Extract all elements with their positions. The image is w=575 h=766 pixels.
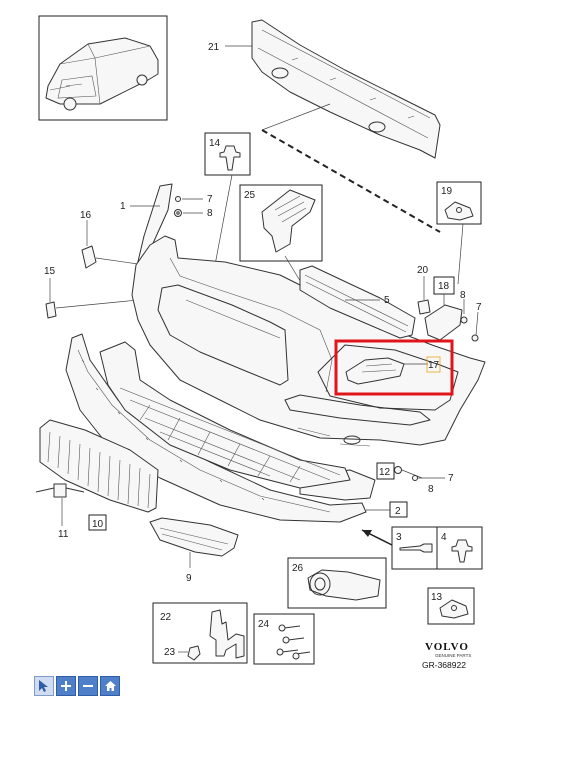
part-14-clip: [204, 132, 251, 176]
part-11-emblem: [35, 483, 85, 498]
part-9-fog-grille: [149, 517, 239, 557]
diagram-reference: GR-368922: [422, 660, 466, 670]
absorber-mount-line: [261, 129, 441, 233]
part-3-rivet: [391, 526, 438, 570]
part-25-bracket: [239, 184, 323, 262]
part-5-grille-strip: [299, 265, 416, 339]
part-26-fog-lamp: [287, 557, 387, 609]
part-21-absorber: [251, 19, 441, 159]
part-7-screw: [175, 196, 181, 202]
part-15-plug: [45, 301, 57, 319]
callout-8-lower: 8: [428, 484, 434, 495]
cursor-icon: [39, 680, 48, 692]
home-icon: [104, 681, 116, 691]
callout-25: 25: [244, 190, 256, 201]
part-10-grille: [39, 419, 159, 513]
callout-10-box: [88, 514, 107, 531]
callout-23: 23: [164, 647, 176, 658]
callout-8-top: 8: [207, 208, 213, 219]
callout-15: 15: [44, 266, 56, 277]
part-13-clip: [427, 587, 475, 625]
callout-12-box: [376, 462, 395, 480]
callout-8-right: 8: [460, 290, 466, 301]
callout-17: 17: [428, 360, 440, 371]
zoom-in-button[interactable]: [56, 676, 76, 696]
callout-2-box: [389, 501, 408, 518]
callout-22: 22: [160, 612, 172, 623]
part-16-cover: [81, 245, 97, 269]
callout-26: 26: [292, 563, 304, 574]
callout-9: 9: [186, 573, 192, 584]
callout-21: 21: [208, 42, 220, 53]
plus-icon: [61, 681, 71, 691]
callout-7-right: 7: [476, 302, 482, 313]
part-8-washer: [174, 209, 182, 217]
part-19-clip: [436, 181, 482, 225]
callout-18: 18: [438, 281, 450, 292]
callout-10: 10: [92, 519, 104, 530]
part-lower-mesh-grille: [99, 341, 351, 489]
callout-4: 4: [441, 532, 447, 543]
highlight-frame-17: [334, 339, 454, 396]
select-button[interactable]: [34, 676, 54, 696]
callout-19: 19: [441, 186, 453, 197]
part-18-bracket: [424, 304, 463, 341]
zoom-out-button[interactable]: [78, 676, 98, 696]
part-22-bracket-set: [152, 602, 248, 664]
callout-2: 2: [395, 506, 401, 517]
minus-icon: [83, 685, 93, 687]
callout-24: 24: [258, 619, 270, 630]
home-button[interactable]: [100, 676, 120, 696]
callout-17-marker: [426, 356, 441, 373]
part-20-clip: [417, 299, 431, 315]
callout-7-top: 7: [207, 194, 213, 205]
brand-subtitle: GENUINE PARTS: [435, 653, 471, 658]
diagram-toolbar: [34, 676, 120, 696]
callout-1: 1: [120, 201, 126, 212]
callout-13: 13: [431, 592, 443, 603]
callout-3: 3: [396, 532, 402, 543]
part-24-screws: [253, 613, 315, 665]
callout-12: 12: [379, 467, 391, 478]
callout-16: 16: [80, 210, 92, 221]
callout-7-lower: 7: [448, 473, 454, 484]
callout-5: 5: [384, 295, 390, 306]
callout-20: 20: [417, 265, 429, 276]
callout-14: 14: [209, 138, 221, 149]
vehicle-thumbnail: [38, 15, 168, 121]
callout-11: 11: [58, 529, 69, 540]
part-4-clip: [436, 526, 483, 570]
brand-name: VOLVO: [425, 641, 469, 653]
